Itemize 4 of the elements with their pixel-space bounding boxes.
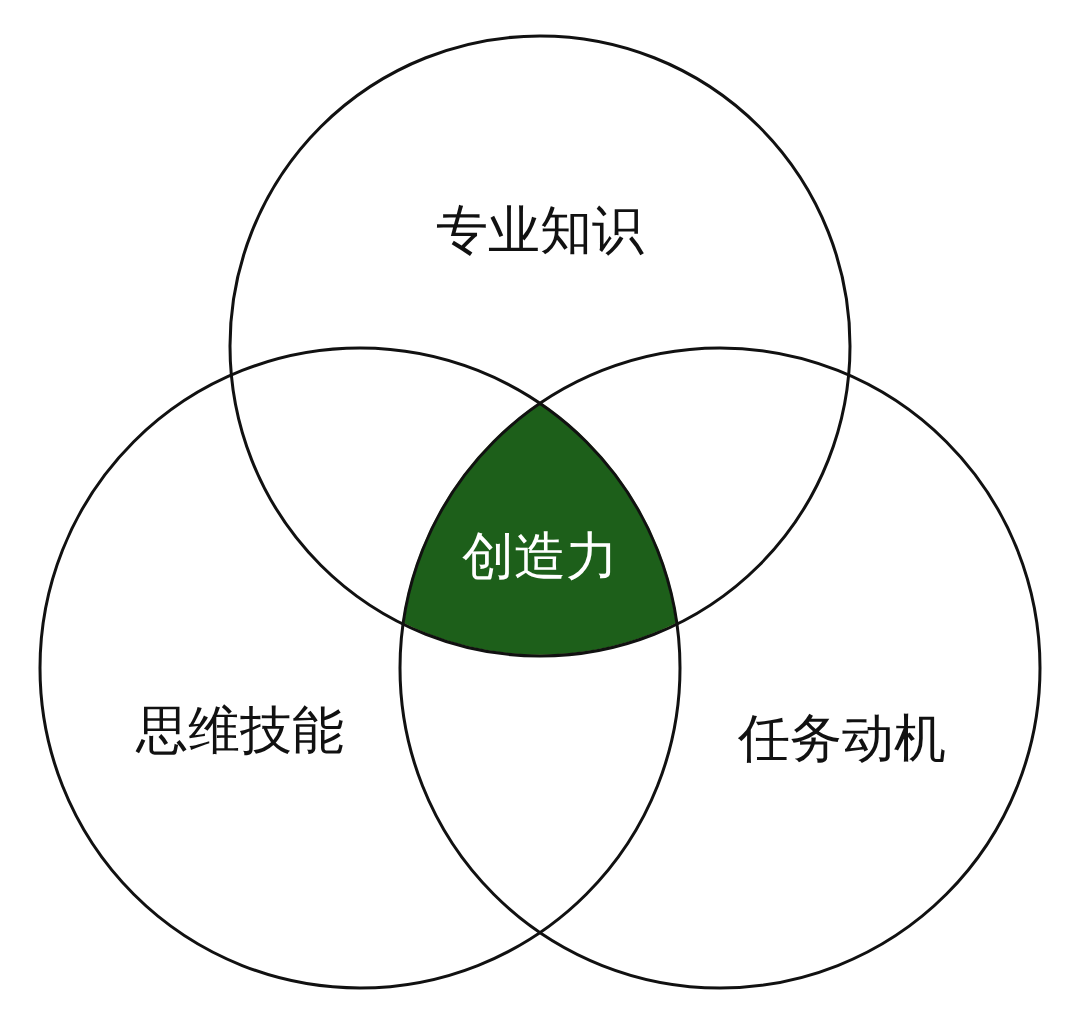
circle-label: 任务动机 xyxy=(738,706,946,770)
center-label: 创造力 xyxy=(462,524,618,588)
circle-label: 思维技能 xyxy=(136,698,344,762)
circle-label: 专业知识 xyxy=(436,198,644,262)
